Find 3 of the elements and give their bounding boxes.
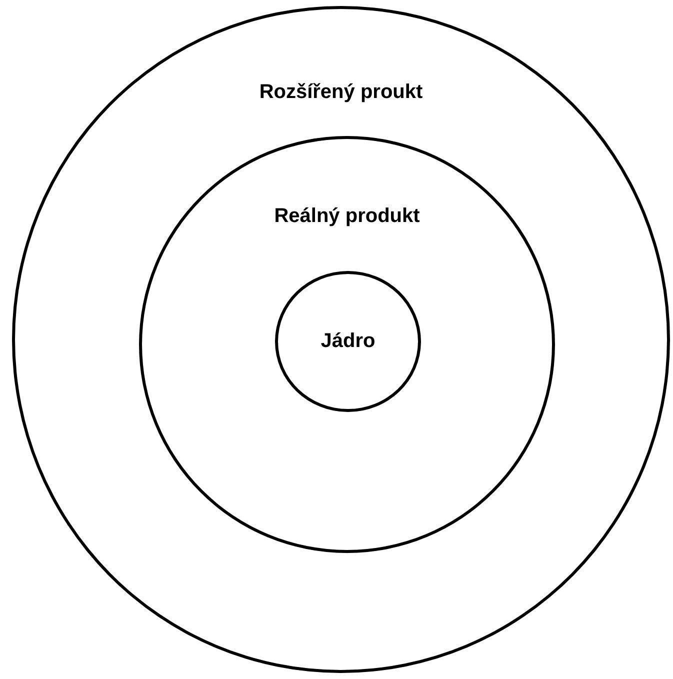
ring-label: Jádro [320, 329, 376, 353]
ring-label: Rozšířený proukt [258, 80, 424, 104]
ring-label: Reálný produkt [273, 204, 421, 228]
